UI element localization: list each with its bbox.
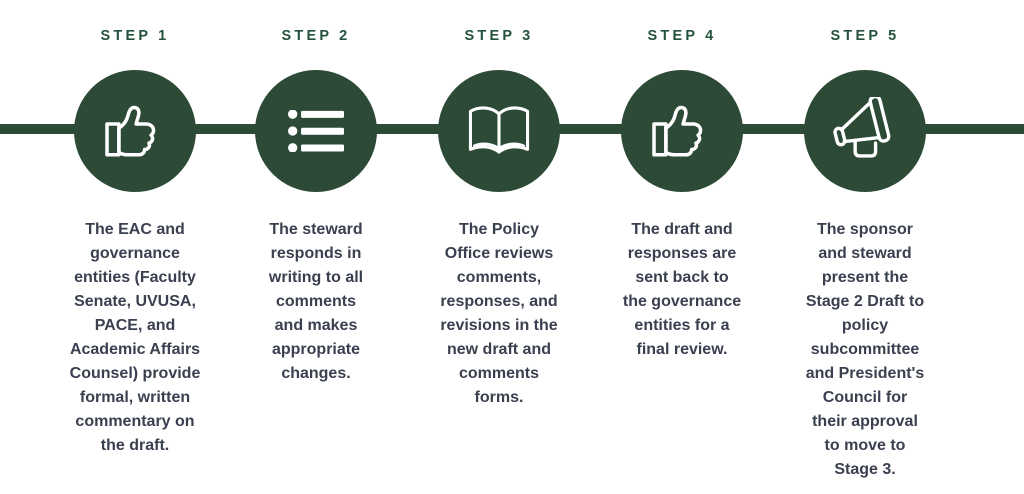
step-3-column: STEP 3 The Policy Office reviews comment… xyxy=(408,28,590,406)
step-5-circle xyxy=(804,70,926,192)
step-4-description: The draft and responses are sent back to… xyxy=(622,221,742,358)
step-1-label: STEP 1 xyxy=(100,28,170,44)
step-3-label: STEP 3 xyxy=(464,28,534,44)
step-5-description: The sponsor and steward present the Stag… xyxy=(805,221,925,478)
step-1-circle xyxy=(74,70,196,192)
thumbs-up-icon xyxy=(647,96,717,166)
step-2-description: The steward responds in writing to all c… xyxy=(268,221,364,382)
step-1-description: The EAC and governance entities (Faculty… xyxy=(69,221,201,454)
thumbs-up-icon xyxy=(100,96,170,166)
megaphone-icon xyxy=(827,97,903,165)
list-icon xyxy=(288,110,344,152)
step-4-circle xyxy=(621,70,743,192)
step-5-label: STEP 5 xyxy=(830,28,900,44)
open-book-icon xyxy=(465,104,533,158)
step-1-column: STEP 1 The EAC and governance entities (… xyxy=(44,28,226,454)
step-2-circle xyxy=(255,70,377,192)
step-3-description: The Policy Office reviews comments, resp… xyxy=(440,221,558,406)
step-5-column: STEP 5 The sponsor and steward present t… xyxy=(774,28,956,478)
step-3-circle xyxy=(438,70,560,192)
step-2-column: STEP 2 The steward responds in writing t… xyxy=(225,28,407,382)
step-2-label: STEP 2 xyxy=(281,28,351,44)
step-4-label: STEP 4 xyxy=(647,28,717,44)
step-4-column: STEP 4 The draft and responses are sent … xyxy=(591,28,773,358)
